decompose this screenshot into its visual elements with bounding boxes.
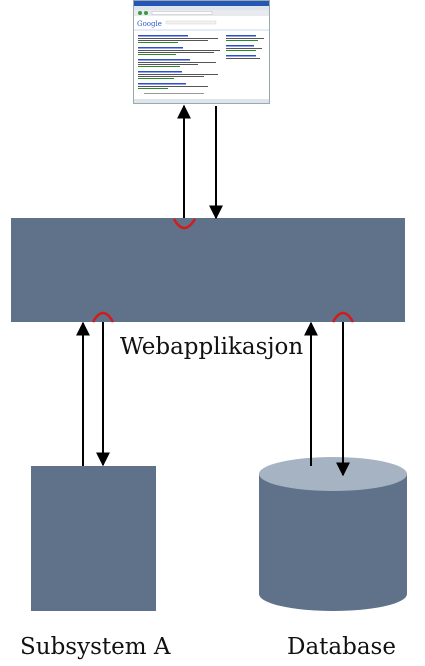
browser-window: Google bbox=[133, 0, 270, 104]
sponsored-links bbox=[226, 35, 264, 59]
subsystem-box bbox=[31, 466, 156, 611]
database-label: Database bbox=[287, 634, 396, 660]
connector-database bbox=[331, 311, 355, 323]
subsystem-label: Subsystem A bbox=[20, 634, 171, 660]
browser-title-bar bbox=[134, 1, 269, 6]
browser-address-bar bbox=[151, 11, 213, 15]
browser-status-bar bbox=[134, 99, 269, 103]
database-body bbox=[259, 474, 407, 611]
webapp-box bbox=[11, 218, 405, 322]
search-results bbox=[138, 35, 220, 94]
browser-menu-bar bbox=[134, 6, 269, 10]
connector-subsystem bbox=[91, 311, 115, 323]
browser-screenshot: Google bbox=[134, 1, 269, 103]
webapp-label: Webapplikasjon bbox=[120, 334, 304, 360]
database-top bbox=[259, 457, 407, 491]
connector-browser bbox=[172, 218, 197, 230]
database-cylinder bbox=[259, 457, 407, 611]
google-logo: Google bbox=[137, 20, 162, 28]
